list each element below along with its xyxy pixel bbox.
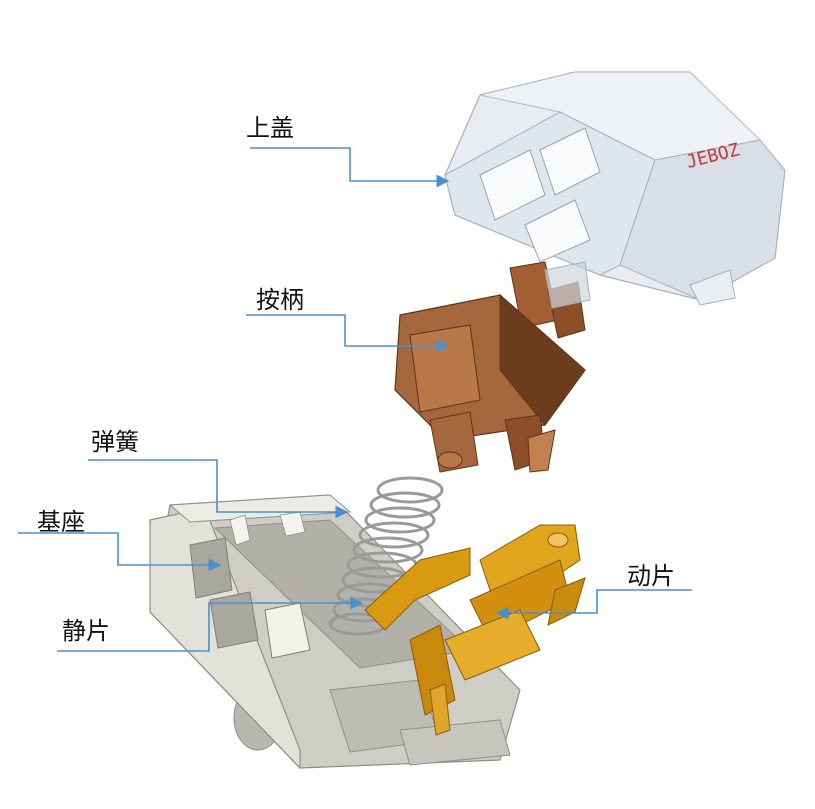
label-upper-cover: 上盖	[246, 114, 294, 142]
leader-line-base	[18, 532, 222, 572]
contact-parts	[364, 524, 586, 736]
label-base: 基座	[37, 508, 85, 536]
leader-line-static-piece	[57, 596, 364, 652]
label-spring: 弹簧	[91, 428, 139, 456]
leader-line-moving-piece	[495, 589, 692, 620]
leader-lines	[18, 147, 692, 652]
label-static-piece: 静片	[62, 617, 110, 645]
label-handle: 按柄	[256, 286, 304, 314]
leader-line-handle	[246, 314, 450, 353]
upper-cover-part: JEBOZ	[444, 71, 786, 309]
label-moving-piece: 动片	[627, 562, 675, 590]
leader-line-spring	[88, 459, 349, 519]
base-part	[149, 494, 521, 770]
leader-line-upper-cover	[250, 147, 450, 188]
